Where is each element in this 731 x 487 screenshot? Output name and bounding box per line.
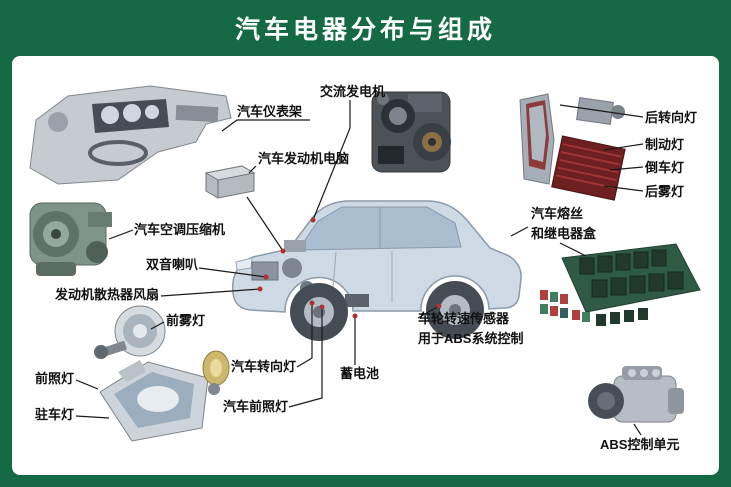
turn-signal-illustration [202, 350, 230, 395]
brake-light-panel [551, 135, 626, 201]
label-fuse-box-line2: 和继电器盒 [531, 226, 597, 241]
label-front-fog-lamp: 前雾灯 [166, 313, 206, 328]
steering-wheel [88, 140, 148, 166]
connection-dots [257, 217, 442, 319]
abs-illustration [588, 366, 684, 423]
label-engine-computer: 汽车发动机电脑 [258, 151, 350, 166]
label-instrument-panel: 汽车仪表架 [237, 104, 303, 119]
radiator-fan-in-car [282, 258, 302, 278]
label-parking-lamp: 驻车灯 [35, 407, 75, 422]
label-battery: 蓄电池 [340, 366, 380, 381]
label-radiator-fan: 发动机散热器风扇 [55, 287, 160, 302]
label-brake-lamp: 制动灯 [645, 137, 685, 152]
label-front-headlamp: 汽车前照灯 [223, 399, 289, 414]
fuse-box-illustration [540, 243, 701, 326]
alternator-illustration [371, 91, 451, 173]
leader-lines [75, 100, 644, 436]
poster-title: 汽车电器分布与组成 [234, 16, 496, 44]
label-wheel-speed-sensor: 车轮转速传感器 [418, 311, 510, 326]
rear-lamps-illustration [519, 93, 626, 201]
dashboard-illustration [29, 85, 232, 185]
battery-in-car [345, 294, 369, 307]
compressor-illustration [29, 202, 112, 276]
label-turn-signal: 汽车转向灯 [231, 359, 297, 374]
title-bar: 汽车电器分布与组成 [0, 0, 731, 56]
label-wheel-speed-sensor-note: 用于ABS系统控制 [418, 331, 524, 346]
engine-computer-illustration [204, 165, 256, 199]
label-horn: 双音喇叭 [146, 257, 199, 272]
label-rear-fog-lamp: 后雾灯 [645, 184, 685, 199]
label-abs-unit: ABS控制单元 [600, 437, 680, 452]
label-reverse-lamp: 倒车灯 [645, 160, 685, 175]
label-headlamp: 前照灯 [35, 371, 75, 386]
label-fuse-box-line1: 汽车熔丝 [531, 206, 584, 221]
fuse-strips [540, 290, 648, 326]
label-rear-turn-lamp: 后转向灯 [645, 110, 698, 125]
label-alternator: 交流发电机 [320, 84, 386, 99]
label-ac-compressor: 汽车空调压缩机 [134, 222, 226, 237]
fog-lamp-illustration [94, 305, 166, 359]
headlamp-cluster-illustration [99, 360, 209, 442]
